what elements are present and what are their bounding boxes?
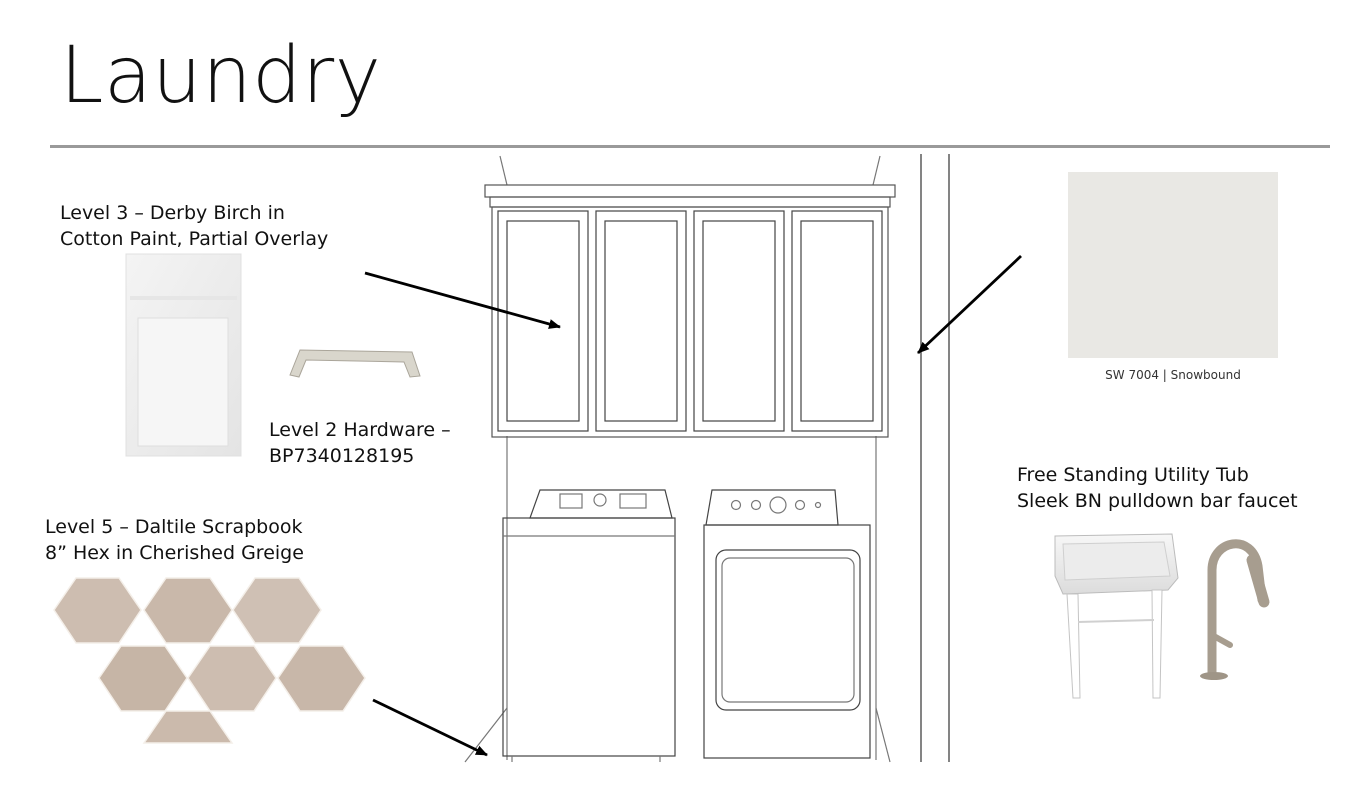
hardware-pull-icon	[289, 349, 421, 378]
hex-tile-sample	[53, 577, 366, 744]
title-divider	[50, 145, 1330, 148]
cabinet-door-sample	[125, 253, 242, 457]
pulldown-faucet-icon	[1200, 539, 1270, 680]
callout-arrows	[364, 254, 1022, 757]
tile-arrow	[372, 698, 488, 757]
tub-label: Free Standing Utility Tub Sleek BN pulld…	[1017, 464, 1298, 512]
cabinet-arrow	[364, 271, 561, 329]
paint-swatch-caption: SW 7004 | Snowbound	[1105, 368, 1241, 382]
utility-tub-icon	[1054, 533, 1179, 699]
paint-arrow	[917, 254, 1022, 355]
room-elevation-drawing	[464, 154, 950, 763]
paint-swatch	[1068, 172, 1278, 358]
tile-label: Level 5 – Daltile Scrapbook 8” Hex in Ch…	[45, 516, 304, 564]
page-title: Laundry	[60, 31, 382, 121]
hardware-label: Level 2 Hardware – BP7340128195	[269, 419, 451, 467]
cabinet-label: Level 3 – Derby Birch in Cotton Paint, P…	[60, 202, 329, 250]
